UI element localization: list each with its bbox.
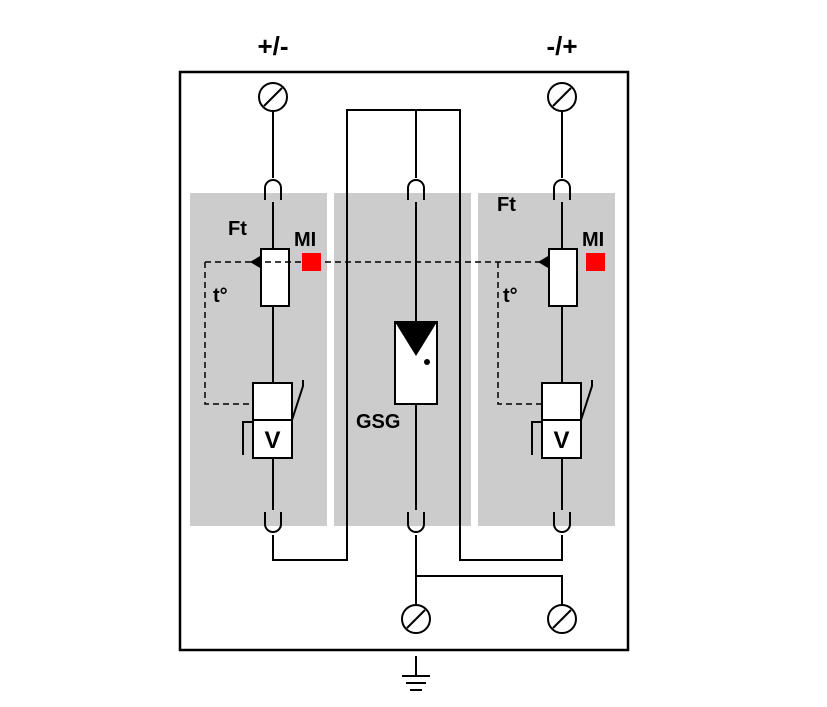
gsg-label: GSG: [356, 411, 400, 433]
right-fuse-arrow: [538, 256, 548, 268]
right-terminal-label: -/+: [546, 31, 577, 61]
ground-icon: [402, 656, 430, 691]
left-thermal-fuse: [260, 248, 290, 307]
left-mi-indicator: [302, 253, 321, 271]
left-terminal-label: +/-: [257, 31, 288, 61]
pe-terminal-screw-2: [547, 604, 577, 634]
right-mi-label: MI: [582, 229, 604, 251]
right-thermal-label: t°: [503, 285, 518, 307]
right-mi-indicator: [586, 253, 605, 271]
plug-contacts: [264, 179, 571, 533]
right-varistor: [531, 380, 593, 459]
right-thermal-fuse: [548, 248, 578, 307]
right-varistor-label: V: [553, 427, 569, 454]
right-top-terminal-screw: [547, 82, 577, 112]
left-varistor: [242, 380, 304, 459]
left-fuse-arrow: [250, 256, 260, 268]
wiring: [272, 109, 563, 605]
left-module-panel: [190, 193, 327, 526]
left-mi-label: MI: [294, 229, 316, 251]
gsg-spark-gap: [394, 321, 438, 405]
left-thermal-label: t°: [213, 285, 228, 307]
left-fuse-label: Ft: [228, 218, 247, 240]
right-fuse-label: Ft: [497, 194, 516, 216]
left-varistor-label: V: [264, 427, 280, 454]
enclosure: [178, 70, 630, 652]
right-module-panel: [478, 193, 615, 526]
left-top-terminal-screw: [258, 82, 288, 112]
pe-terminal-screw: [401, 604, 431, 634]
